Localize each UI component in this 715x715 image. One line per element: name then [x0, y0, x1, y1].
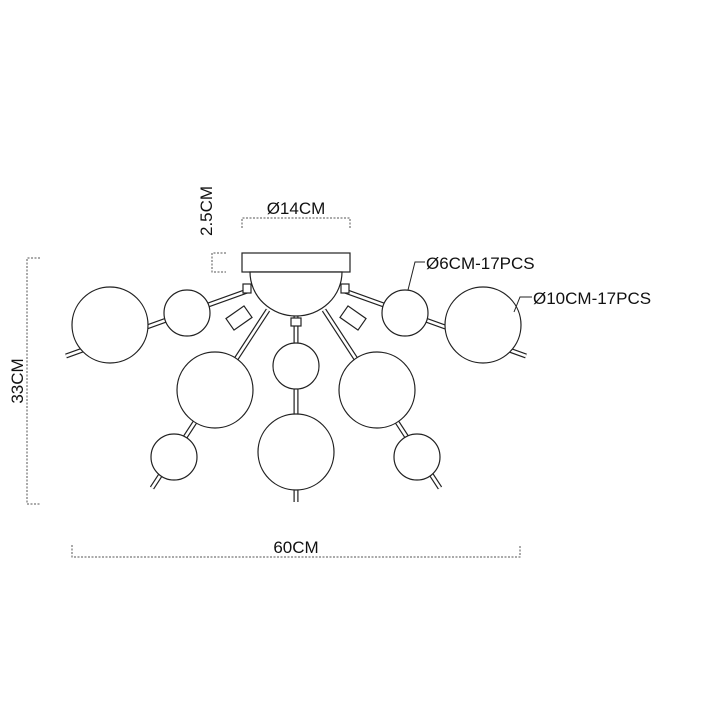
large-sphere	[71, 286, 149, 364]
leader-lines	[407, 261, 532, 313]
large-sphere-callout: Ø10CM-17PCS	[533, 289, 651, 308]
canopy-diameter-label: Ø14CM	[267, 199, 326, 218]
large-sphere	[176, 351, 254, 429]
large-sphere	[444, 286, 522, 364]
small-sphere	[381, 289, 429, 337]
small-sphere	[393, 433, 441, 481]
small-sphere	[163, 289, 211, 337]
canopy-plate	[241, 252, 351, 273]
canopy-dome	[249, 271, 343, 317]
large-sphere	[257, 413, 335, 491]
small-sphere	[150, 433, 198, 481]
sockets	[225, 283, 367, 331]
small-sphere-callout: Ø6CM-17PCS	[426, 254, 535, 273]
large-sphere	[338, 351, 416, 429]
spheres	[71, 286, 522, 491]
canopy-height-label: 2.5CM	[197, 186, 216, 236]
dimension-lines	[26, 217, 521, 558]
width-label: 60CM	[273, 538, 318, 557]
small-sphere	[272, 342, 320, 390]
height-label: 33CM	[8, 358, 27, 403]
